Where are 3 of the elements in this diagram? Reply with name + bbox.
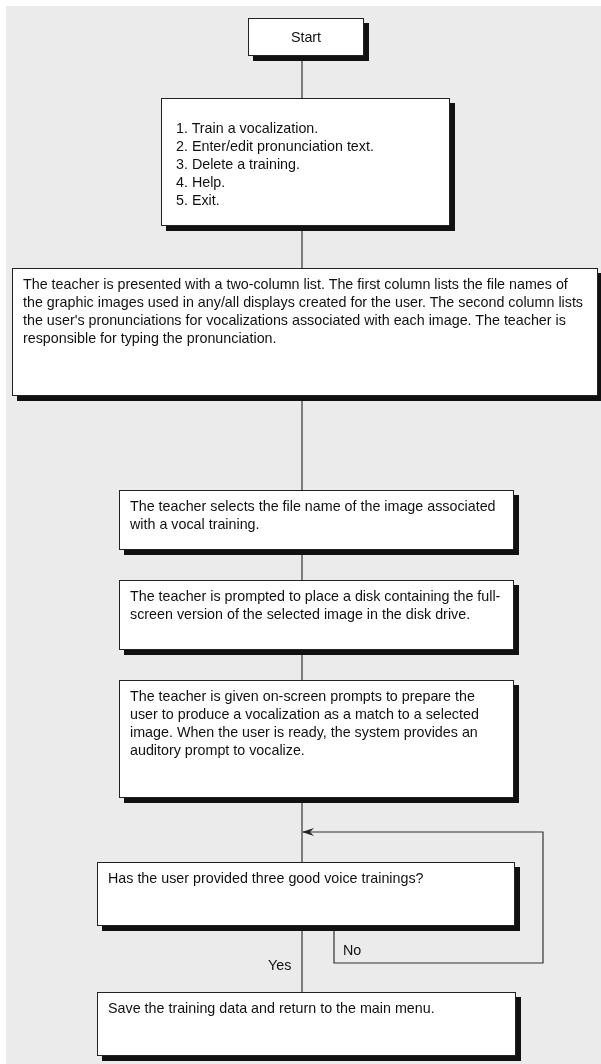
arrow bbox=[302, 828, 544, 964]
edge-label: Yes bbox=[268, 957, 292, 973]
edge-label: No bbox=[343, 942, 362, 958]
